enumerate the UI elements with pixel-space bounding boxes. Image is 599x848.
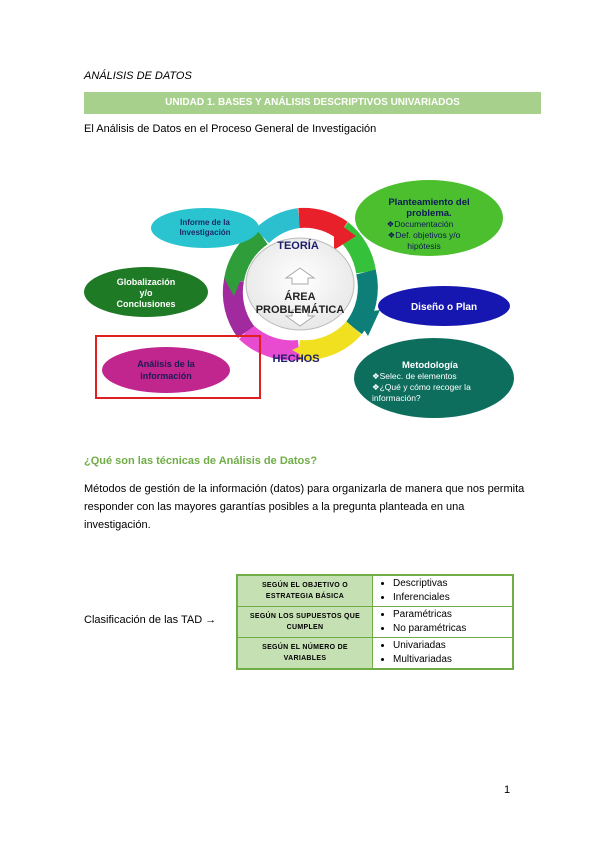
list-item: Paramétricas — [393, 608, 512, 622]
research-process-diagram: ÁREA PROBLEMÁTICA TEORÍA HECHOS Informe … — [84, 180, 514, 418]
planteamiento-line-3: ❖Documentación — [387, 219, 454, 229]
arrow-heads — [224, 220, 380, 362]
planteamiento-line-5: hipótesis — [407, 241, 441, 251]
question-heading: ¿Qué son las técnicas de Análisis de Dat… — [84, 455, 318, 467]
teoria-label: TEORÍA — [277, 239, 319, 252]
hechos-label: HECHOS — [272, 353, 319, 365]
metodologia-ellipse — [354, 338, 514, 418]
globalizacion-ellipse — [84, 267, 208, 317]
list-item: Univariadas — [393, 639, 512, 653]
informe-line-2: Investigación — [179, 228, 230, 237]
table-row: SEGÚN EL NÚMERO DE VARIABLES Univariadas… — [236, 637, 514, 670]
center-label-1: ÁREA — [284, 290, 315, 303]
document-title: ANÁLISIS DE DATOS — [84, 70, 192, 82]
analisis-ellipse — [102, 347, 230, 393]
informe-line-1: Informe de la — [180, 218, 230, 227]
classification-label: Clasificación de las TAD → — [84, 614, 217, 626]
diseno-ellipse — [378, 286, 510, 326]
options-cell: Univariadas Multivariadas — [372, 637, 514, 670]
options-cell: Descriptivas Inferenciales — [372, 574, 514, 607]
category-cell: SEGÚN EL OBJETIVO O ESTRATEGIA BÁSICA — [236, 574, 373, 607]
section-subtitle: El Análisis de Datos en el Proceso Gener… — [84, 123, 377, 135]
analisis-line-1: Análisis de la — [137, 359, 196, 369]
unit-banner: UNIDAD 1. BASES Y ANÁLISIS DESCRIPTIVOS … — [84, 92, 541, 114]
globalizacion-line-2: y/o — [139, 288, 153, 298]
category-cell: SEGÚN LOS SUPUESTOS QUE CUMPLEN — [236, 606, 373, 638]
globalizacion-line-1: Globalización — [117, 277, 176, 287]
table-row: SEGÚN LOS SUPUESTOS QUE CUMPLEN Paramétr… — [236, 606, 514, 638]
list-item: No paramétricas — [393, 622, 512, 636]
planteamiento-line-1: Planteamiento del — [388, 197, 469, 208]
table-row: SEGÚN EL OBJETIVO O ESTRATEGIA BÁSICA De… — [236, 574, 514, 607]
informe-ellipse — [151, 208, 259, 248]
definition-paragraph: Métodos de gestión de la información (da… — [84, 483, 525, 531]
up-arrow-icon — [284, 267, 316, 285]
list-item: Inferenciales — [393, 591, 512, 605]
options-cell: Paramétricas No paramétricas — [372, 606, 514, 638]
metodologia-line-4: información? — [372, 393, 421, 403]
analisis-highlight-box — [95, 335, 261, 399]
diseno-label: Diseño o Plan — [411, 302, 477, 313]
list-item: Multivariadas — [393, 653, 512, 667]
planteamiento-ellipse — [355, 180, 503, 256]
down-arrow-icon — [284, 309, 316, 327]
planteamiento-line-4: ❖Def. objetivos y/o — [388, 230, 461, 240]
analisis-line-2: información — [140, 371, 192, 381]
metodologia-line-1: Metodología — [402, 360, 459, 371]
planteamiento-line-2: problema. — [406, 208, 451, 219]
page-number: 1 — [504, 784, 511, 796]
metodologia-line-2: ❖Selec. de elementos — [372, 371, 457, 381]
center-label-2: PROBLEMÁTICA — [256, 303, 345, 316]
tad-classification-table: SEGÚN EL OBJETIVO O ESTRATEGIA BÁSICA De… — [236, 574, 514, 670]
metodologia-line-3: ❖¿Qué y cómo recoger la — [372, 382, 471, 392]
list-item: Descriptivas — [393, 577, 512, 591]
globalizacion-line-3: Conclusiones — [116, 299, 175, 309]
category-cell: SEGÚN EL NÚMERO DE VARIABLES — [236, 637, 373, 670]
